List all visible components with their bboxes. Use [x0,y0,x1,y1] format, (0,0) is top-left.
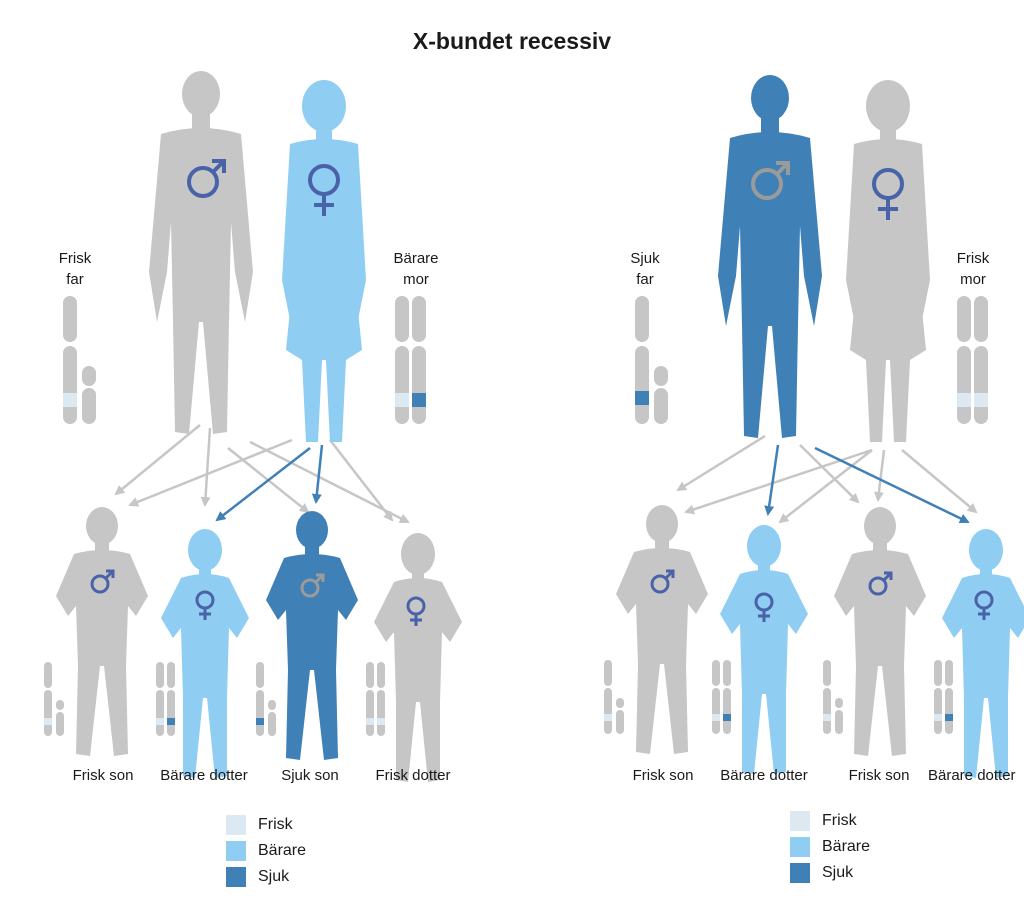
legend-label: Frisk [258,816,293,833]
legend-label: Bärare [258,842,307,859]
legend-swatch [226,867,246,887]
right-child-4-chromosomes [934,660,953,734]
legend-swatch [790,863,810,883]
legend-swatch [226,815,246,835]
left-child-2-figure [161,529,249,778]
right-child-4-label: Bärare dotter [928,767,1016,784]
right-father-figure [718,75,822,438]
right-panel [604,75,1024,778]
male-symbol-icon [650,569,675,594]
female-symbol-icon [754,592,774,622]
left-child-2-label: Bärare dotter [160,767,248,784]
right-father-label: Sjuk far [622,248,668,290]
right-mother-figure [846,80,930,442]
left-blue-arrows [215,444,324,522]
right-child-3-label: Frisk son [848,767,910,784]
right-legend: Frisk Bärare Sjuk [790,808,870,886]
right-blue-arrows [764,444,970,524]
right-mother-chromosomes [957,296,988,424]
right-father-chromosomes [635,296,668,424]
legend-item-frisk: Frisk [790,808,870,834]
left-mother-chromosomes [395,296,426,424]
left-father-chromosomes [63,296,96,424]
right-child-3-chromosomes [823,660,843,734]
label-line: far [66,271,84,288]
left-child-1-chromosomes [44,662,64,736]
legend-swatch [226,841,246,861]
right-child-2-label: Bärare dotter [720,767,808,784]
label-line: Frisk [58,250,92,267]
right-child-1-label: Frisk son [632,767,694,784]
left-father-figure [149,71,253,434]
left-child-4-figure [374,533,462,782]
male-symbol-icon [868,571,893,596]
legend-item-sjuk: Sjuk [226,864,306,890]
legend-label: Sjuk [258,868,290,885]
right-child-2-figure [720,525,808,774]
legend-label: Sjuk [822,864,854,881]
female-symbol-icon [406,596,426,626]
male-symbol-icon [300,573,325,598]
diagram-title: X-bundet recessiv [412,28,612,54]
left-mother-figure [282,80,366,442]
female-symbol-icon [974,590,994,620]
left-mother-label: Bärare mor [386,248,446,290]
female-symbol-icon [195,590,215,620]
female-symbol-icon [872,168,904,220]
label-line: Frisk [956,250,990,267]
label-line: mor [403,271,429,288]
label-line: mor [960,271,986,288]
legend-swatch [790,811,810,831]
label-line: Bärare [393,250,439,267]
legend-item-sjuk: Sjuk [790,860,870,886]
right-child-2-chromosomes [712,660,731,734]
left-child-4-chromosomes [366,662,385,736]
left-child-3-chromosomes [256,662,276,736]
female-symbol-icon [308,164,340,216]
left-child-2-chromosomes [156,662,175,736]
label-line: far [636,271,654,288]
legend-swatch [790,837,810,857]
label-line: Sjuk [630,250,660,267]
left-panel [44,71,462,782]
legend-item-barare: Bärare [790,834,870,860]
right-mother-label: Frisk mor [950,248,996,290]
male-symbol-icon [90,569,115,594]
left-child-1-figure [56,507,148,756]
left-child-1-label: Frisk son [72,767,134,784]
left-legend: Frisk Bärare Sjuk [226,812,306,890]
legend-label: Bärare [822,838,871,855]
right-child-3-figure [834,507,926,756]
legend-label: Frisk [822,812,857,829]
left-father-label: Frisk far [52,248,98,290]
right-grey-arrows [676,434,978,524]
legend-item-frisk: Frisk [226,812,306,838]
right-child-1-chromosomes [604,660,624,734]
left-child-3-figure [266,511,358,760]
left-grey-arrows [114,424,410,524]
male-symbol-icon [187,159,226,198]
right-child-1-figure [616,505,708,754]
male-symbol-icon [751,161,790,200]
legend-item-barare: Bärare [226,838,306,864]
left-child-3-label: Sjuk son [281,767,339,784]
left-child-4-label: Frisk dotter [375,767,451,784]
right-child-4-figure [942,529,1024,778]
